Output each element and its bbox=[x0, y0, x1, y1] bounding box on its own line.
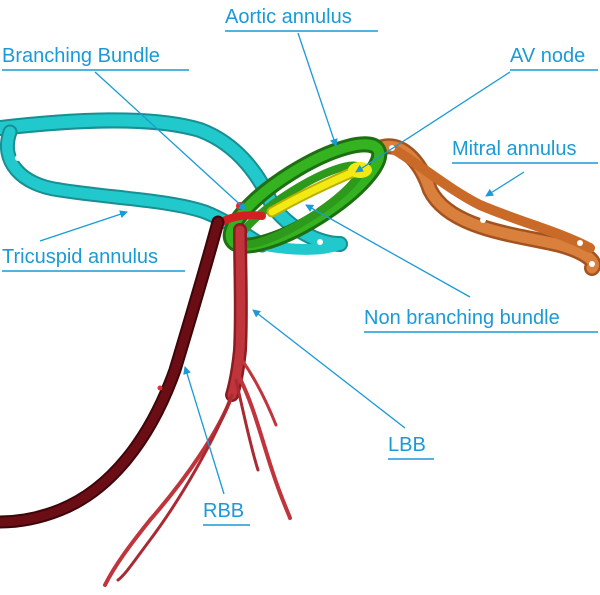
label-non-branching-bundle: Non branching bundle bbox=[364, 307, 560, 329]
rbb-structure bbox=[0, 215, 225, 529]
leader-aortic-annulus bbox=[297, 32, 338, 147]
label-tricuspid-annulus: Tricuspid annulus bbox=[2, 246, 158, 268]
label-mitral-annulus: Mitral annulus bbox=[452, 138, 577, 160]
label-branching-bundle: Branching Bundle bbox=[2, 45, 160, 67]
leader-tricuspid-annulus bbox=[39, 210, 128, 242]
leader-non-branching-bundle bbox=[305, 204, 471, 298]
labels: Aortic annulus Branching Bundle AV node … bbox=[2, 6, 598, 526]
leader-mitral-annulus bbox=[485, 171, 525, 197]
label-av-node: AV node bbox=[510, 45, 585, 67]
label-aortic-annulus: Aortic annulus bbox=[225, 6, 352, 28]
leader-av-node bbox=[355, 71, 511, 173]
leader-rbb bbox=[183, 366, 225, 495]
label-lbb: LBB bbox=[388, 434, 426, 456]
lbb-structure bbox=[103, 223, 292, 587]
leader-branching-bundle bbox=[94, 71, 247, 211]
leader-lines bbox=[39, 32, 525, 495]
label-rbb: RBB bbox=[203, 500, 244, 522]
leader-lbb bbox=[252, 309, 406, 429]
